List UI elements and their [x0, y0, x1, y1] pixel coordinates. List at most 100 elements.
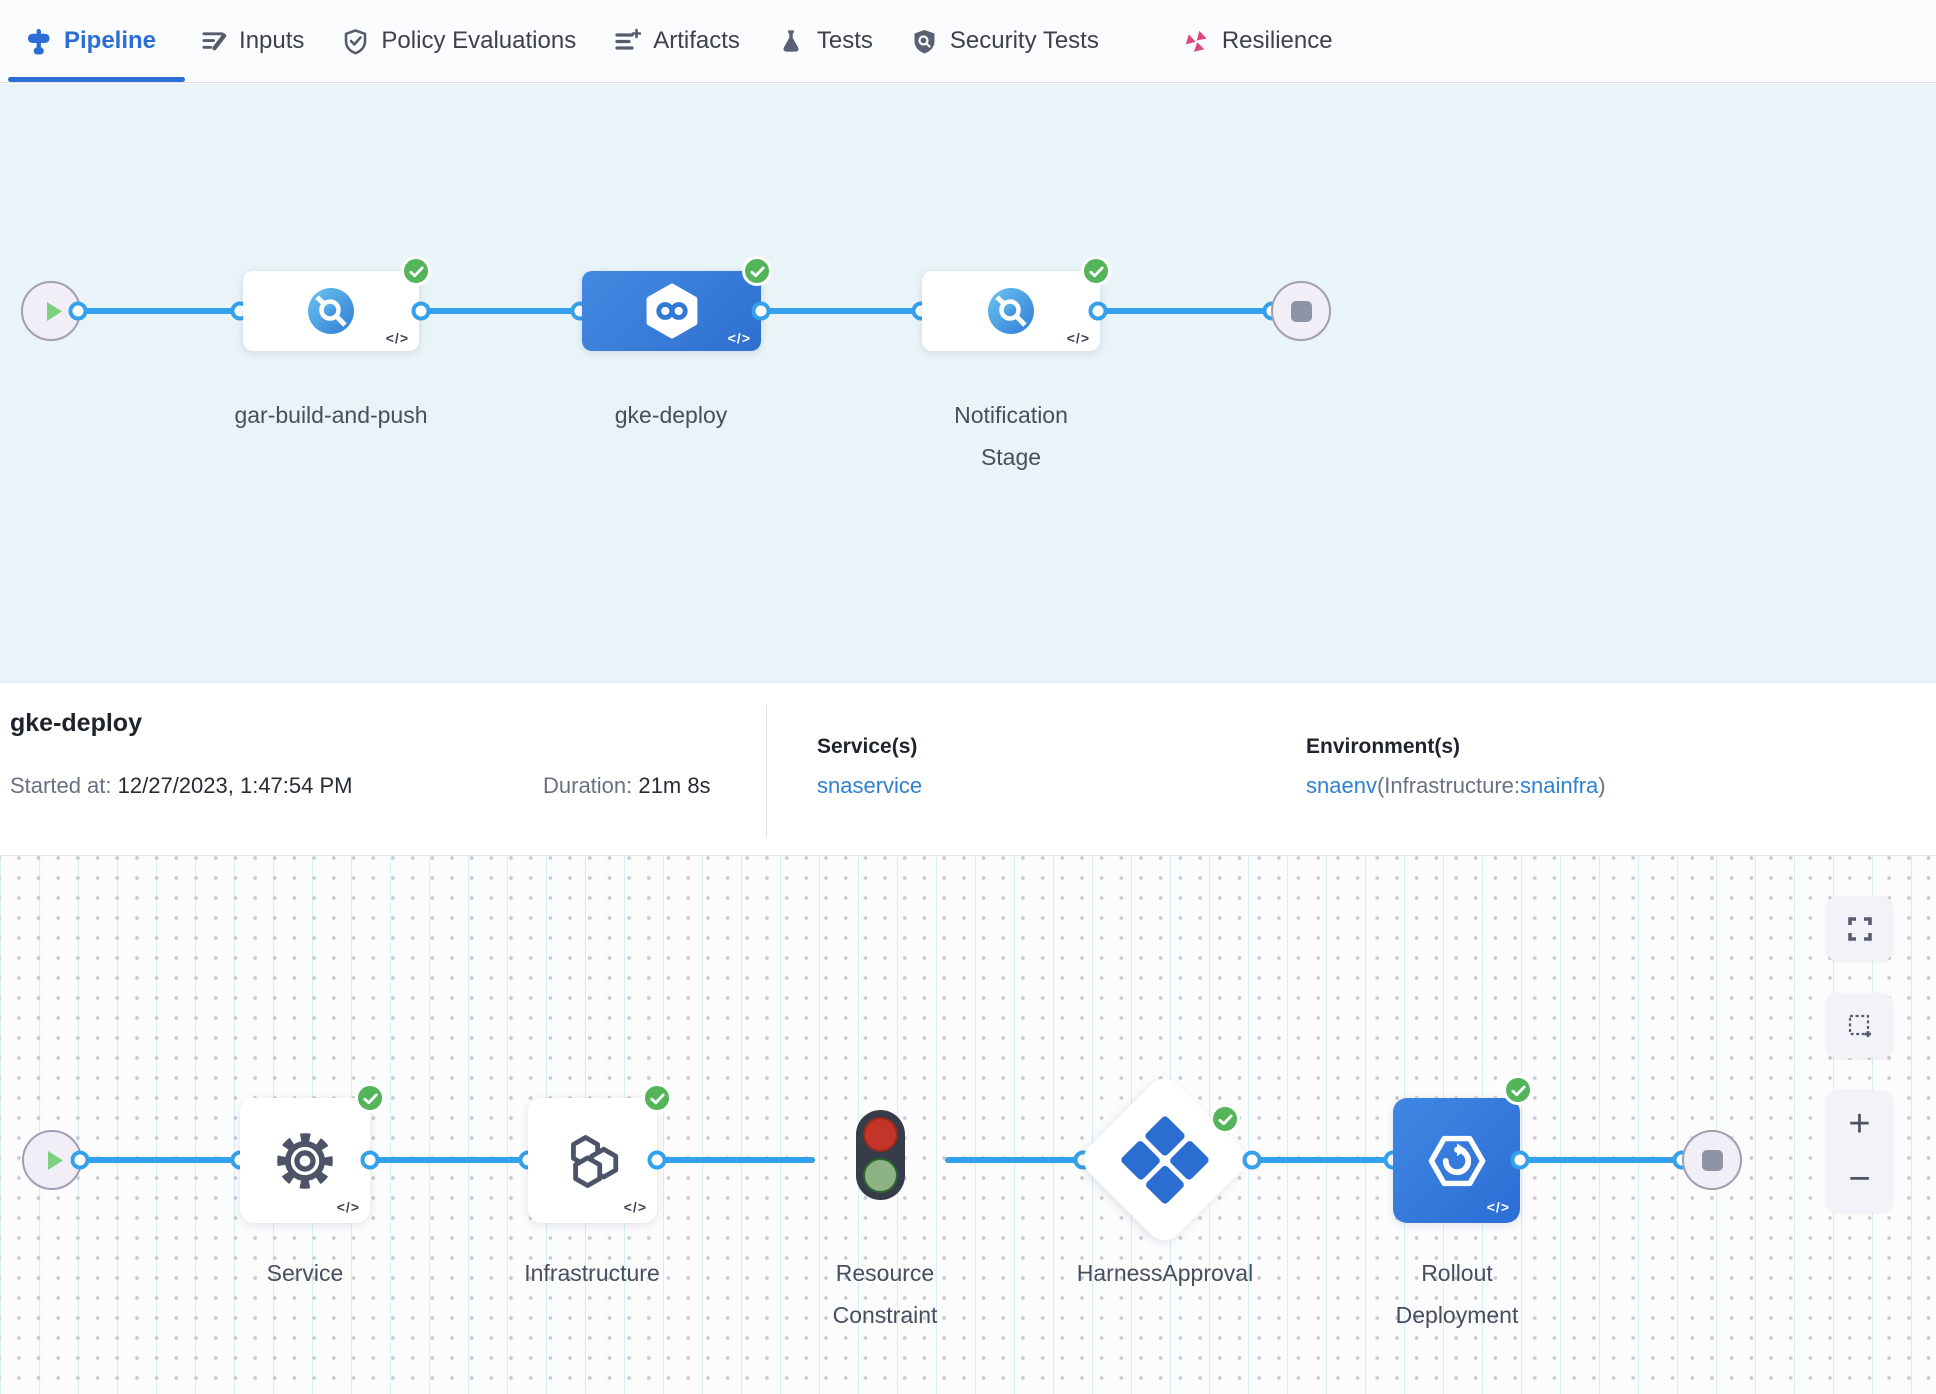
code-badge: </> [385, 330, 409, 346]
connector-dot [751, 301, 771, 321]
green-light [863, 1158, 898, 1194]
success-check-icon [1210, 1104, 1240, 1134]
edge [370, 1157, 528, 1163]
edge [945, 1157, 1083, 1163]
edge [78, 308, 240, 314]
step-card-service[interactable]: </> [240, 1098, 370, 1223]
step-label: Service [266, 1260, 344, 1286]
tab-security-tests[interactable]: Security Tests [892, 0, 1118, 82]
stage-card-notification-stage[interactable]: </> [922, 271, 1100, 351]
started-at-value: 12/27/2023, 1:47:54 PM [117, 773, 353, 798]
edge [1252, 1157, 1393, 1163]
tab-policy-evaluations-label: Policy Evaluations [381, 27, 577, 54]
tab-artifacts-label: Artifacts [653, 27, 740, 54]
stage-label: gar-build-and-push [234, 402, 428, 428]
success-check-icon [1081, 256, 1111, 286]
code-badge: </> [1486, 1199, 1510, 1215]
marquee-select-button[interactable] [1826, 993, 1893, 1058]
success-check-icon [355, 1083, 385, 1113]
step-label: HarnessApproval [1076, 1260, 1254, 1286]
edge [1520, 1157, 1682, 1163]
resilience-icon [1183, 28, 1210, 55]
tab-resilience-label: Resilience [1221, 27, 1333, 54]
cd-deploy-stage-icon [646, 283, 697, 339]
environment-link[interactable]: snaenv [1306, 773, 1377, 798]
environment-suffix: ) [1598, 773, 1606, 798]
stage-details-bar: gke-deploy Started at: 12/27/2023, 1:47:… [0, 682, 1936, 856]
stop-icon [1701, 1149, 1723, 1171]
infrastructure-link[interactable]: snainfra [1520, 773, 1599, 798]
execution-tab-bar: Pipeline Inputs Policy Evaluations Artif… [0, 0, 1936, 83]
tab-policy-evaluations[interactable]: Policy Evaluations [323, 0, 595, 82]
pipeline-icon [25, 28, 52, 55]
tab-resilience[interactable]: Resilience [1164, 0, 1352, 82]
duration: Duration: 21m 8s [543, 773, 711, 799]
edge [761, 308, 921, 314]
stage-label: gke-deploy [614, 402, 728, 428]
service-link-row: snaservice [817, 773, 922, 799]
connector-dot [70, 1150, 90, 1170]
artifacts-icon [614, 28, 642, 55]
gear-icon [277, 1132, 333, 1189]
edge [421, 308, 580, 314]
rollout-deployment-icon [1428, 1135, 1485, 1186]
policy-shield-icon [342, 28, 369, 55]
connector-dot [1088, 301, 1108, 321]
tab-tests-label: Tests [816, 27, 873, 54]
fullscreen-icon [1847, 916, 1872, 941]
stage-card-gke-deploy[interactable]: </> [582, 271, 761, 351]
connector-dot [1510, 1150, 1530, 1170]
edge [1098, 308, 1272, 314]
zoom-out-button[interactable]: − [1848, 1157, 1871, 1200]
inputs-icon [200, 28, 227, 55]
code-badge: </> [623, 1199, 647, 1215]
environments-label: Environment(s) [1306, 735, 1461, 758]
zoom-in-button[interactable]: + [1848, 1102, 1871, 1145]
duration-value: 21m 8s [638, 773, 711, 798]
environment-infra-prefix: (Infrastructure: [1376, 773, 1520, 798]
connector-dot [360, 1150, 380, 1170]
tab-artifacts[interactable]: Artifacts [595, 0, 759, 82]
infrastructure-hexagons-icon [570, 1134, 618, 1188]
environment-link-row: snaenv(Infrastructure:snainfra) [1306, 773, 1606, 799]
connector-dot [411, 301, 431, 321]
started-at: Started at: 12/27/2023, 1:47:54 PM [10, 773, 353, 799]
code-badge: </> [336, 1199, 360, 1215]
success-check-icon [401, 256, 431, 286]
pipeline-end-node[interactable] [1271, 281, 1331, 341]
success-check-icon [1503, 1075, 1533, 1105]
step-resource-constraint-traffic-light-icon[interactable] [856, 1110, 905, 1200]
play-icon [47, 1150, 63, 1170]
tab-pipeline-label: Pipeline [64, 27, 157, 54]
code-badge: </> [727, 330, 751, 346]
step-card-infrastructure[interactable]: </> [528, 1098, 657, 1223]
services-label: Service(s) [817, 735, 918, 758]
flask-icon [778, 28, 805, 55]
connector-dot [68, 301, 88, 321]
connector-dot [647, 1150, 667, 1170]
started-at-label: Started at: [10, 773, 112, 798]
duration-label: Duration: [543, 773, 633, 798]
step-card-rollout-deployment[interactable]: </> [1393, 1098, 1520, 1223]
custom-stage-icon [988, 288, 1034, 334]
step-label: Rollout Deployment [1395, 1260, 1519, 1328]
pipeline-stage-graph: </> </> </> gar-build-and-push gke-deplo… [0, 84, 1936, 682]
success-check-icon [742, 256, 772, 286]
success-check-icon [642, 1083, 672, 1113]
step-label: Infrastructure [524, 1260, 660, 1286]
stop-icon [1290, 300, 1312, 322]
tab-inputs-label: Inputs [239, 27, 305, 54]
tab-tests[interactable]: Tests [759, 0, 892, 82]
tab-pipeline[interactable]: Pipeline [7, 0, 186, 82]
edge [657, 1157, 815, 1163]
tab-inputs[interactable]: Inputs [181, 0, 323, 82]
fullscreen-button[interactable] [1826, 896, 1893, 961]
service-link[interactable]: snaservice [817, 773, 923, 798]
red-light [863, 1116, 898, 1152]
execution-end-node[interactable] [1682, 1130, 1742, 1190]
code-badge: </> [1066, 330, 1090, 346]
divider [766, 705, 767, 837]
zoom-controls: + − [1826, 1090, 1893, 1212]
step-label: Resource Constraint [832, 1260, 938, 1328]
stage-card-gar-build-and-push[interactable]: </> [243, 271, 419, 351]
